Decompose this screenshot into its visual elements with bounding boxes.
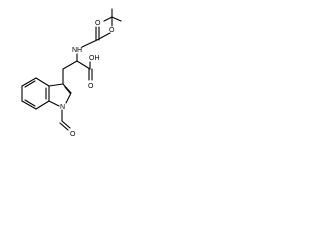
bond-alpha-carbon-to-beta-carbon	[62, 60, 78, 70]
bond-formyl-carbon-to-oxygen-b	[59, 122, 69, 131]
atom-label-nh: NH	[72, 47, 82, 54]
atom-label-acid-hydroxyl: OH	[89, 55, 100, 62]
bond-indole-c3-c3a	[48, 83, 64, 87]
bond-indole-c2-n1	[65, 92, 72, 104]
atom-label-carbamate-carbonyl-oxygen: O	[95, 20, 101, 27]
bond-alpha-carbon-to-carboxyl-carbon	[76, 60, 91, 70]
bond-carbonyl-carbon-to-nh	[81, 39, 98, 48]
bond-indole-n1-c7a	[48, 100, 60, 107]
bond-tbu-methyl-left	[103, 16, 113, 22]
bond-benzene-c6-c7	[21, 100, 37, 110]
atom-label-indole-nitrogen: N	[60, 104, 65, 111]
bond-benzene-c3a-c4	[35, 77, 50, 87]
atom-label-acid-oxygen: O	[88, 83, 94, 90]
bond-benzene-c4-c5-inner	[24, 80, 36, 88]
bond-benzene-c6-c7-inner	[24, 99, 36, 107]
bond-benzene-c4-c5	[21, 77, 37, 87]
chemical-structure: O O NH OH O N O	[21, 8, 122, 138]
bond-tbu-methyl-right	[111, 16, 122, 22]
atom-label-ester-oxygen: O	[109, 27, 115, 34]
bond-formyl-carbon-to-oxygen-a	[61, 120, 71, 129]
atom-label-formyl-oxygen: O	[70, 131, 76, 138]
bond-indole-c3-c2-outer	[62, 83, 72, 94]
bond-indole-c3-c2-inner	[64, 86, 71, 94]
bond-benzene-c7-c7a	[35, 100, 50, 110]
